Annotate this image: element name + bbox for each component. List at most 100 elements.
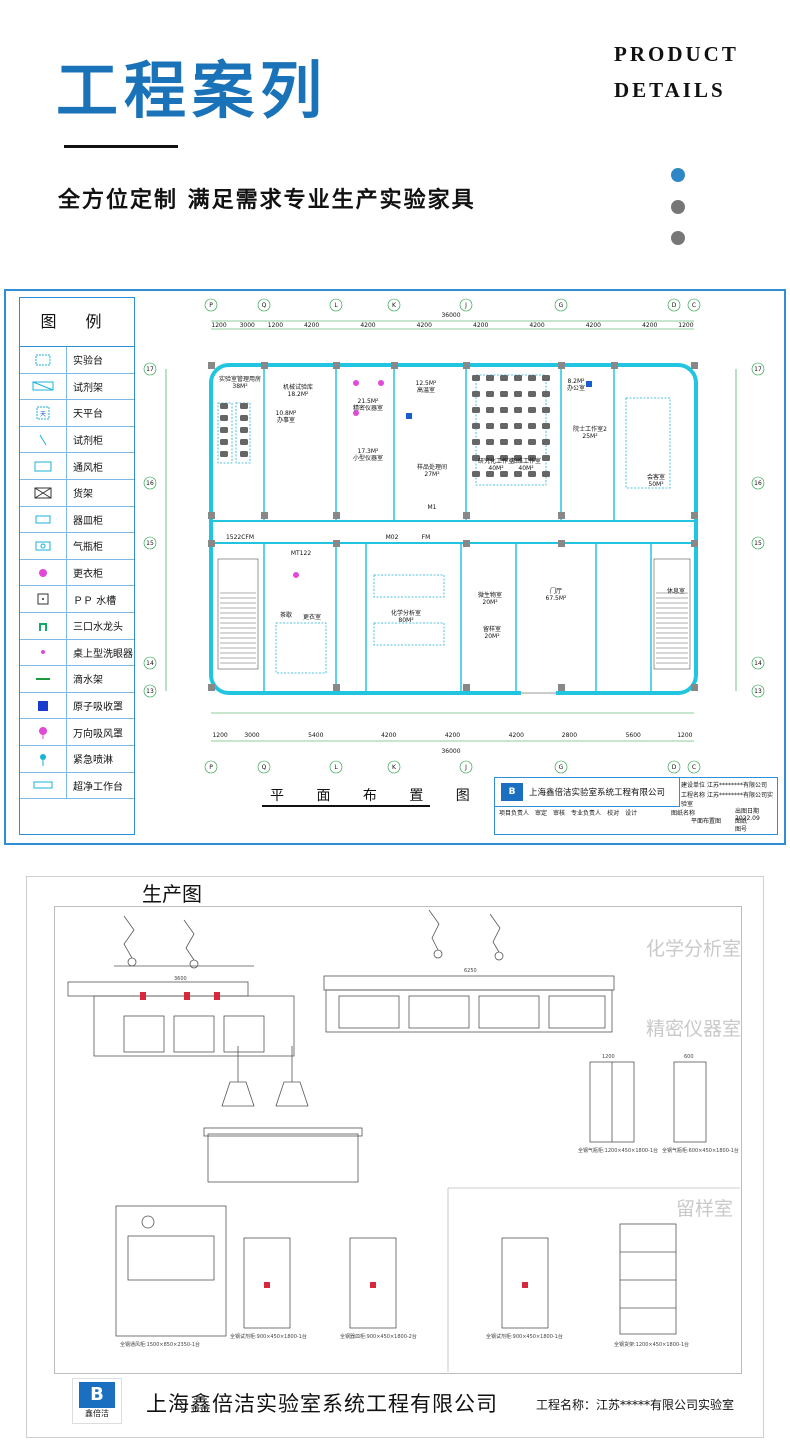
- chair: [486, 471, 494, 477]
- chair: [542, 439, 550, 445]
- cap-shelf: 全钢货架:1200×450×1800-1台: [614, 1341, 689, 1348]
- legend-row: 紧急喷淋: [20, 745, 134, 773]
- grid-bubble: [204, 298, 218, 312]
- chair: [240, 451, 248, 457]
- chair: [542, 391, 550, 397]
- grid-label: 13: [146, 688, 154, 695]
- room-name: 会客室: [647, 473, 665, 481]
- legend-row: 三口水龙头: [20, 612, 134, 640]
- legend-row: 货架: [20, 479, 134, 507]
- structural-column: [463, 540, 470, 547]
- room-name: 茶歇: [280, 611, 292, 619]
- room-name: 休息室: [667, 587, 685, 595]
- chair: [514, 423, 522, 429]
- dimension-label: 4200: [473, 322, 488, 329]
- clean-bench-icon: [33, 781, 53, 789]
- dimension-label: 4200: [642, 322, 657, 329]
- cap-reagent2: 全钢试剂柜:900×450×1800-1台: [486, 1333, 563, 1340]
- chair: [500, 455, 508, 461]
- carousel-dot[interactable]: [671, 231, 685, 245]
- chair: [514, 471, 522, 477]
- legend-label: 实验台: [73, 356, 103, 368]
- legend-row: 实验台: [20, 347, 134, 374]
- cap-gas2: 全钢气瓶柜:600×450×1800-1台: [662, 1147, 739, 1154]
- subtitle: 全方位定制 满足需求专业生产实验家具: [58, 187, 476, 213]
- reagent-rack-icon: [32, 381, 54, 391]
- chair: [220, 415, 228, 421]
- plan-caption-underline: [262, 805, 430, 807]
- room-name: 样品处理间: [417, 463, 447, 471]
- drawing-name-value: 平面布置图: [691, 818, 722, 825]
- project-row: 工程名称 江苏********有限公司实验室: [681, 792, 773, 808]
- door-label: MT122: [291, 550, 311, 557]
- structural-column: [208, 512, 215, 519]
- structural-column: [558, 512, 565, 519]
- room-name: 留样室: [483, 625, 501, 633]
- legend-row: 超净工作台: [20, 772, 134, 800]
- dim-cab: 600: [684, 1054, 694, 1060]
- legend-label: 气瓶柜: [73, 542, 103, 554]
- room-area: 20M²: [484, 633, 500, 640]
- page-title: 工程案列: [56, 54, 329, 127]
- legend-row: 滴水架: [20, 666, 134, 693]
- chair: [486, 423, 494, 429]
- room-name: 12.5M²: [416, 380, 438, 387]
- chair: [514, 455, 522, 461]
- chair: [486, 407, 494, 413]
- legend-label: 桌上型洗眼器: [73, 648, 133, 660]
- carousel-dot-active[interactable]: [671, 168, 685, 182]
- chair: [514, 391, 522, 397]
- structural-column: [333, 540, 340, 547]
- grid-label: P: [209, 764, 213, 771]
- legend-row: 器皿柜: [20, 506, 134, 534]
- chair: [542, 423, 550, 429]
- grid-label: 15: [754, 540, 762, 547]
- chair: [220, 451, 228, 457]
- chair: [486, 439, 494, 445]
- grid-label: 14: [146, 660, 154, 667]
- carousel-dot[interactable]: [671, 200, 685, 214]
- titleblock-row-label: 审核: [553, 810, 566, 817]
- date-row: 出图日期 2022.09: [735, 808, 760, 822]
- room-area: 40M²: [518, 465, 534, 472]
- grid-bubble: [143, 362, 157, 376]
- dashed-rect-icon: [35, 354, 51, 366]
- company-logo: B 鑫倍洁: [72, 1378, 122, 1424]
- company-logo-icon: B: [501, 783, 523, 801]
- grid-bubble: [751, 684, 765, 698]
- grid-label: G: [559, 302, 564, 309]
- chair: [500, 423, 508, 429]
- legend-label: 天平台: [73, 409, 103, 421]
- grid-bubble: [554, 298, 568, 312]
- door-label: 1522CFM: [226, 534, 254, 541]
- room-name-precision: 精密仪器室: [646, 1018, 742, 1040]
- structural-column: [391, 362, 398, 369]
- titleblock-company: 上海鑫倍洁实验室系统工程有限公司: [529, 788, 666, 798]
- universal-hood-icon: [39, 727, 47, 740]
- room-area: 40M²: [488, 465, 504, 472]
- grid-bubble: [687, 298, 701, 312]
- grid-label: Q: [262, 764, 267, 771]
- structural-column: [558, 684, 565, 691]
- legend-row: 试剂柜: [20, 426, 134, 454]
- legend-row: 试剂架: [20, 373, 134, 401]
- plan-caption: 平 面 布 置 图: [270, 788, 484, 804]
- chair: [472, 423, 480, 429]
- grid-bubble: [751, 476, 765, 490]
- grid-bubble: [143, 684, 157, 698]
- chair: [514, 439, 522, 445]
- grid-bubble: [459, 760, 473, 774]
- room-name-chem: 化学分析室: [646, 938, 742, 960]
- room-name: 实验室管理用房: [219, 375, 261, 383]
- dimension-label: 1200: [677, 732, 692, 739]
- total-width-top: 36000: [441, 312, 460, 319]
- room-name: 院士工作室2: [573, 425, 607, 433]
- grid-label: L: [334, 302, 338, 309]
- chair: [500, 439, 508, 445]
- dimension-label: 5600: [626, 732, 641, 739]
- grid-bubble: [387, 298, 401, 312]
- structural-column: [611, 362, 618, 369]
- room-area: 小型仪器室: [353, 454, 383, 462]
- structural-column: [463, 512, 470, 519]
- legend-row: 原子吸收罩: [20, 692, 134, 720]
